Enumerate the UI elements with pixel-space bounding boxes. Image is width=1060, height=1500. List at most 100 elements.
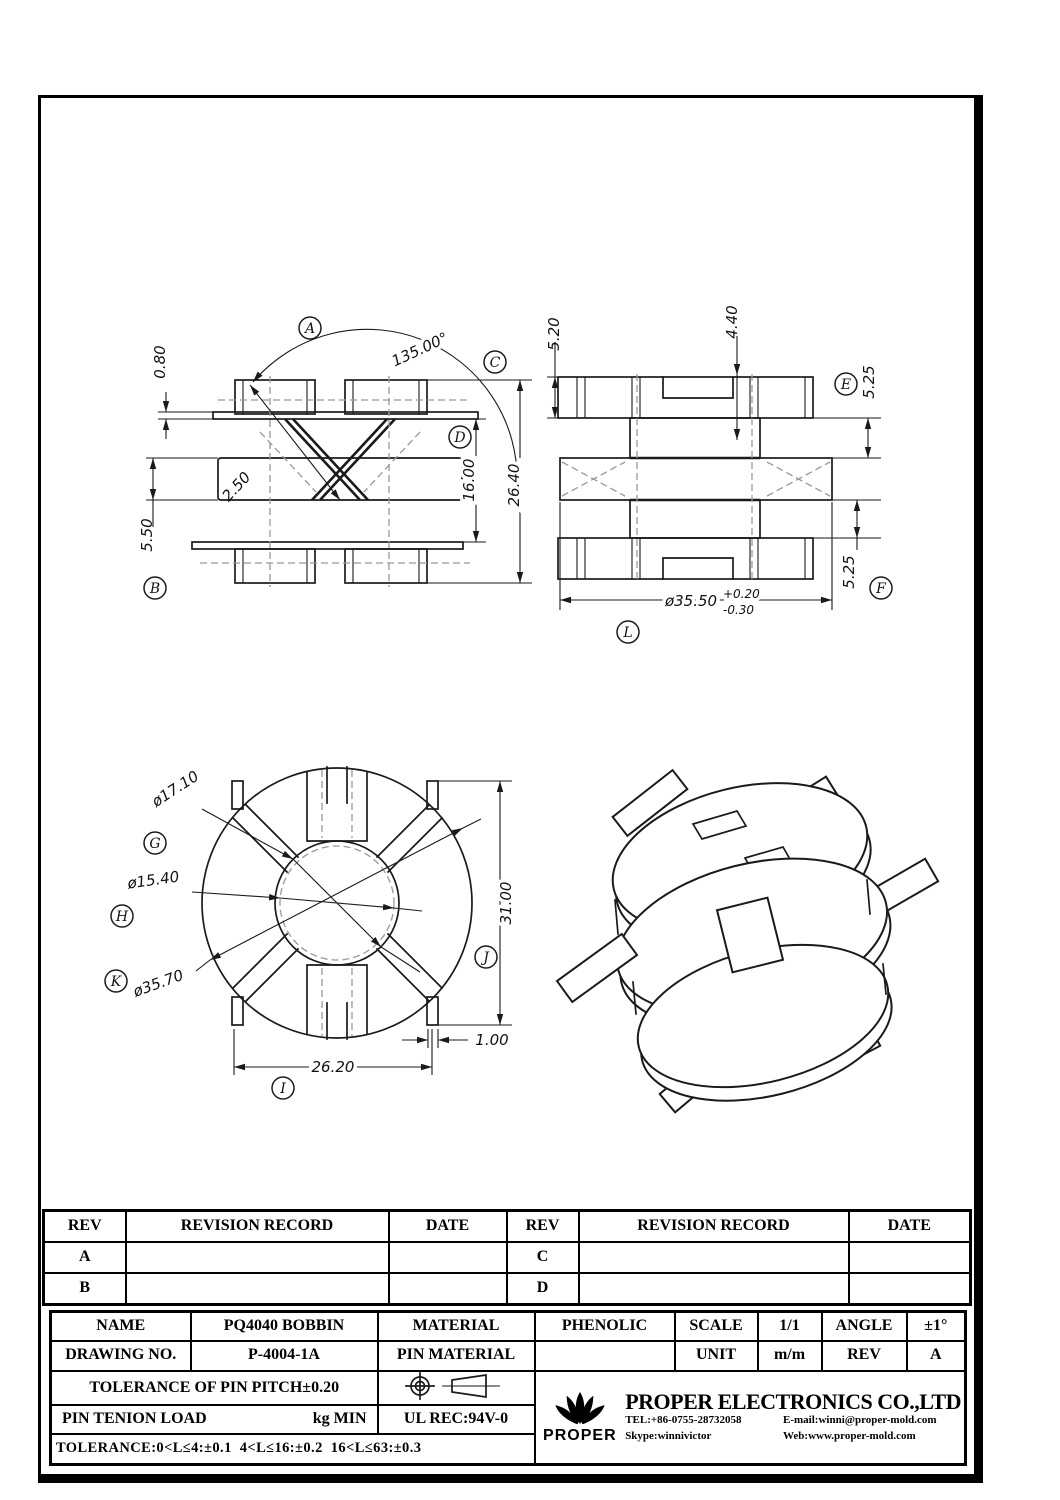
name-label: NAME <box>49 1310 192 1342</box>
dim-overall-width: 31.00 <box>497 882 515 925</box>
unit-value: m/m <box>756 1339 823 1372</box>
isometric-bobbin <box>555 768 940 1114</box>
material-value: PHENOLIC <box>533 1310 676 1342</box>
svg-text:H: H <box>115 909 129 925</box>
svg-text:J: J <box>480 950 490 966</box>
dim-tab-span: 26.20 <box>312 1058 355 1076</box>
balloon-a: A <box>298 316 322 340</box>
date-header-2: DATE <box>847 1209 972 1243</box>
angle-label: ANGLE <box>820 1310 908 1342</box>
company-skype: Skype:winnivictor <box>625 1429 712 1442</box>
material-label: MATERIAL <box>376 1310 536 1342</box>
balloon-e: E <box>834 372 858 396</box>
lotus-logo-icon <box>555 1391 605 1424</box>
svg-text:E: E <box>840 377 851 393</box>
company-cell: PROPER PROPER ELECTRONICS CO.,LTD TEL:+8… <box>533 1369 967 1466</box>
angle-value: ±1° <box>905 1310 967 1342</box>
record-d <box>577 1272 850 1306</box>
dim-hub-height: 5.50 <box>140 518 156 551</box>
date-header: DATE <box>387 1209 508 1243</box>
pin-material-label: PIN MATERIAL <box>376 1339 536 1372</box>
dim-notch-depth: 4.40 <box>723 305 741 338</box>
svg-text:K: K <box>110 974 123 990</box>
company-name: PROPER ELECTRONICS CO.,LTD <box>625 1388 961 1414</box>
length-tolerance: TOLERANCE:0<L≤4:±0.1 4<L≤16:±0.2 16<L≤63… <box>49 1433 536 1466</box>
svg-text:L: L <box>622 625 632 641</box>
dim-flange-tol-minus: -0.30 <box>723 603 754 617</box>
rev-label: REV <box>820 1339 908 1372</box>
date-a <box>387 1241 508 1274</box>
dim-overall-height: 26.40 <box>505 464 523 507</box>
dim-lip: 0.80 <box>151 345 169 378</box>
drawing-border: 0.80 5.50 2.50 135.00° 16.00 26.40 A B C <box>38 95 983 1483</box>
front-view-drawing: 5.20 4.40 5.25 5.25 ø35.50 +0.20 -0.30 E… <box>545 305 893 644</box>
rev-b: B <box>42 1272 127 1306</box>
pin-tension-cell: PIN TENION LOAD kg MIN <box>49 1404 379 1436</box>
svg-text:C: C <box>490 355 501 371</box>
company-logo: PROPER <box>539 1389 622 1446</box>
company-tel: TEL:+86-0755-28732058 <box>625 1413 742 1426</box>
balloon-i: I <box>271 1076 295 1100</box>
rev-header-2: REV <box>505 1209 580 1243</box>
pin-tension-value: kg MIN <box>312 1410 367 1428</box>
balloon-g: G <box>143 831 167 855</box>
side-view-dimensions: 0.80 5.50 2.50 135.00° 16.00 26.40 <box>140 325 532 584</box>
balloon-b: B <box>143 576 167 600</box>
dim-bottom-window: 5.25 <box>840 555 858 588</box>
date-d <box>847 1272 972 1306</box>
pin-material-value <box>533 1339 676 1372</box>
dim-flange-diameter: ø35.50 <box>664 592 717 610</box>
dim-flange-height: 5.20 <box>545 317 563 350</box>
company-email: E-mail:winni@proper-mold.com <box>783 1413 937 1426</box>
date-c <box>847 1241 972 1274</box>
scale-value: 1/1 <box>756 1310 823 1342</box>
pin-tension-label: PIN TENION LOAD <box>62 1410 207 1428</box>
dim-rib-width: 1.00 <box>475 1031 508 1049</box>
dim-core-diameter: ø17.10 <box>148 767 202 811</box>
record-b <box>124 1272 390 1306</box>
balloon-c: C <box>483 350 507 374</box>
name-value: PQ4040 BOBBIN <box>189 1310 379 1342</box>
date-b <box>387 1272 508 1306</box>
projection-symbol-cell <box>376 1369 536 1407</box>
plan-view-drawing: ø17.10 ø15.40 ø35.70 31.00 1.00 26.20 G <box>104 764 519 1100</box>
pin-pitch-tolerance: TOLERANCE OF PIN PITCH±0.20 <box>49 1369 379 1407</box>
third-angle-projection-icon <box>404 1372 500 1400</box>
drawing-no-value: P-4004-1A <box>189 1339 379 1372</box>
dim-top-window: 5.25 <box>860 365 878 398</box>
record-a <box>124 1241 390 1274</box>
front-view-dimensions: 5.20 4.40 5.25 5.25 ø35.50 +0.20 -0.30 <box>545 305 881 621</box>
svg-text:D: D <box>453 430 465 446</box>
front-view-outline <box>557 376 833 580</box>
rev-d: D <box>505 1272 580 1306</box>
rev-header: REV <box>42 1209 127 1243</box>
dim-flange-tol-plus: +0.20 <box>723 587 760 601</box>
revision-header-row: REV REVISION RECORD DATE REV REVISION RE… <box>42 1209 972 1243</box>
revision-row-2: B D <box>42 1272 972 1306</box>
balloon-f: F <box>869 576 893 600</box>
front-view-hidden-lines <box>561 374 831 582</box>
dim-outer-diameter: ø35.70 <box>130 966 186 1001</box>
scale-label: SCALE <box>673 1310 759 1342</box>
svg-text:F: F <box>875 581 887 597</box>
record-c <box>577 1241 850 1274</box>
drawing-no-label: DRAWING NO. <box>49 1339 192 1372</box>
balloon-l: L <box>616 620 640 644</box>
balloon-k: K <box>104 969 128 993</box>
unit-label: UNIT <box>673 1339 759 1372</box>
revision-table: REV REVISION RECORD DATE REV REVISION RE… <box>42 1209 972 1306</box>
dim-bore-diameter: ø15.40 <box>125 868 180 893</box>
side-view-drawing: 0.80 5.50 2.50 135.00° 16.00 26.40 A B C <box>140 316 532 600</box>
company-web: Web:www.proper-mold.com <box>783 1429 916 1442</box>
title-block: NAME PQ4040 BOBBIN MATERIAL PHENOLIC SCA… <box>49 1310 967 1466</box>
svg-text:I: I <box>279 1081 286 1097</box>
svg-text:A: A <box>303 321 315 337</box>
balloon-j: J <box>474 945 498 969</box>
rev-value: A <box>905 1339 967 1372</box>
revision-row-1: A C <box>42 1241 972 1274</box>
record-header: REVISION RECORD <box>124 1209 390 1243</box>
balloon-d: D <box>448 425 472 449</box>
ul-rec: UL REC:94V-0 <box>376 1404 536 1436</box>
svg-text:G: G <box>149 836 160 852</box>
